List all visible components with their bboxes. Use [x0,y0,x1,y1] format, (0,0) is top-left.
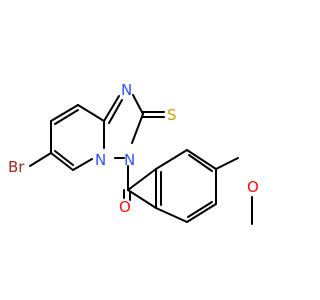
bond [186,149,217,170]
atom-labels: Br N N N S O O [8,81,259,216]
bond [215,157,239,170]
bond [155,149,188,170]
bond [54,109,79,125]
atom-br: Br [8,158,25,176]
bonds [29,94,253,225]
bond [108,99,123,124]
bond [29,152,52,167]
bond [72,158,93,171]
atom-o-carbonyl: O [119,198,131,216]
atom-n-acyl: N [124,151,135,169]
bond [77,104,105,122]
bond [132,94,144,115]
atom-n-imine: N [121,81,132,99]
bond [50,104,79,122]
atom-n-bridge: N [95,151,106,169]
bond [54,150,74,166]
bond [188,154,213,172]
molecule-structure: Br N N N S O O [8,81,259,225]
bond [127,168,157,191]
bond [131,113,144,144]
atom-o-methoxy: O [247,178,259,196]
bond [186,203,217,223]
bond [50,152,74,171]
bond [127,189,157,209]
bond [187,201,213,218]
atom-s-thione: S [167,106,177,124]
bond [103,95,120,122]
bond [155,207,188,223]
